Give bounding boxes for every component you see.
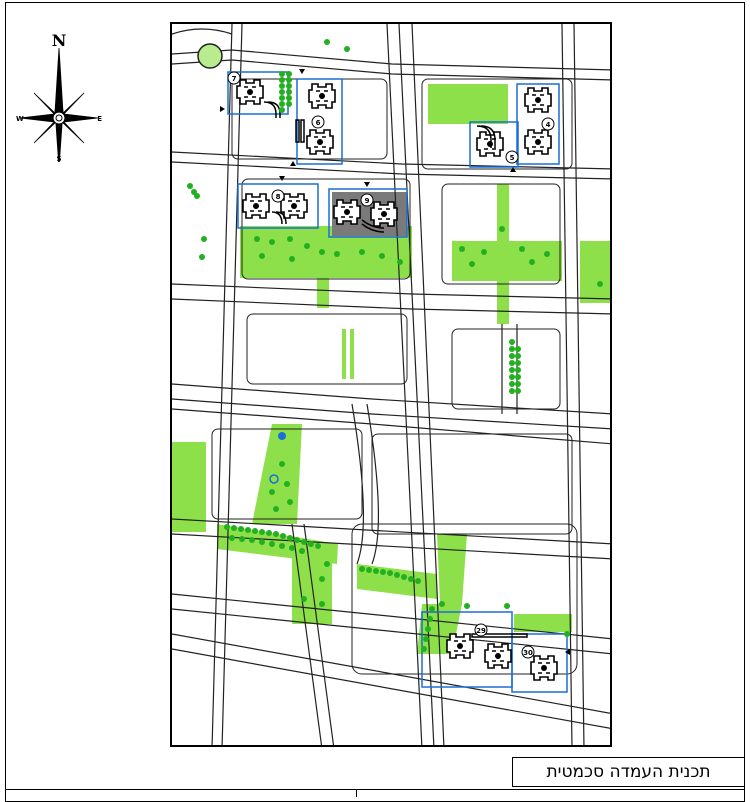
- building-labels: 7 6 4 5 8 9 29 30: [227, 71, 555, 659]
- access-arrows: [220, 69, 570, 655]
- compass-south-label: S: [56, 155, 61, 162]
- building-label-29: 29: [476, 627, 486, 635]
- plan-title: תכנית העמדה סכמטית: [512, 757, 745, 787]
- title-divider-tick: [356, 789, 357, 797]
- building-label-4: 4: [546, 121, 551, 129]
- utility-marker: [278, 432, 286, 440]
- utility-marker: [269, 474, 279, 484]
- compass-east-label: E: [97, 115, 102, 123]
- building-label-8: 8: [276, 193, 281, 201]
- building-label-6: 6: [316, 119, 321, 127]
- building-label-30: 30: [523, 649, 533, 657]
- tree-markers: [187, 39, 603, 652]
- site-plan-map: 7 6 4 5 8 9 29 30: [170, 22, 612, 747]
- block-outlines: [211, 78, 578, 675]
- site-plan-drawing: 7 6 4 5 8 9 29 30: [172, 24, 610, 745]
- compass-rose: N S E W: [16, 31, 102, 162]
- building-label-7: 7: [232, 75, 237, 83]
- road-network: [172, 24, 610, 745]
- title-divider: [5, 789, 745, 790]
- parking-ramps: [263, 101, 528, 638]
- lot-boundaries: [227, 71, 568, 693]
- building-label-9: 9: [365, 197, 370, 205]
- compass-west-label: W: [16, 115, 24, 123]
- roundabout: [197, 43, 223, 69]
- compass-north-label: N: [52, 31, 67, 50]
- building-label-5: 5: [510, 154, 515, 162]
